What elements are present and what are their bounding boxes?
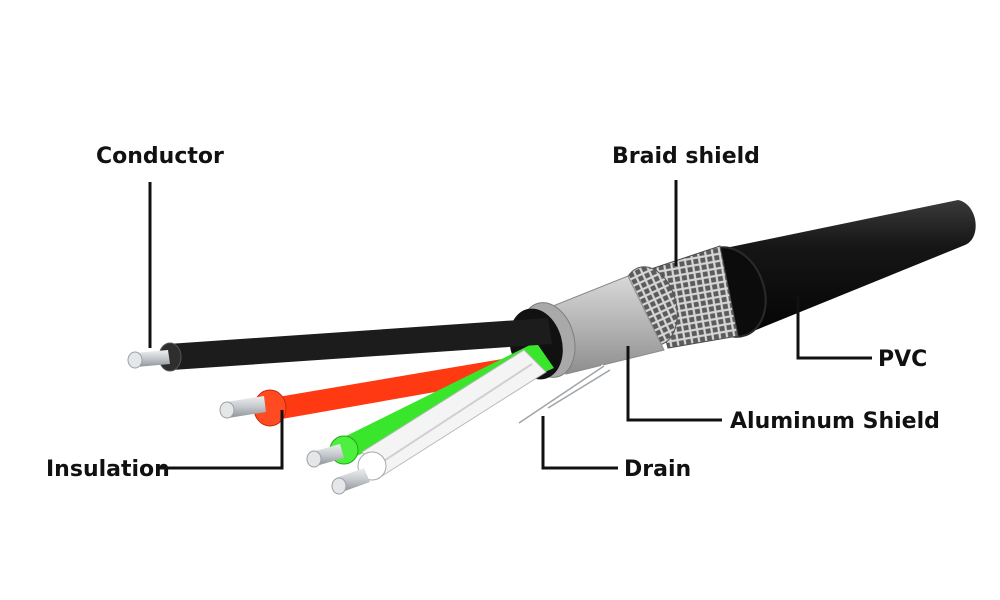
insulation-label: Insulation — [46, 457, 170, 482]
aluminum-shield-leader — [626, 346, 722, 422]
pvc-label: PVC — [878, 347, 927, 372]
drain-leader — [541, 416, 618, 470]
pvc-leader — [796, 296, 872, 360]
aluminum-shield-label: Aluminum Shield — [730, 409, 940, 434]
black-wire — [127, 318, 552, 372]
braid-shield-label: Braid shield — [612, 144, 760, 169]
leader-lines — [148, 180, 872, 470]
conductor-label: Conductor — [96, 144, 224, 169]
insulation-leader — [160, 410, 284, 470]
red-wire — [219, 356, 526, 427]
white-wire — [331, 349, 547, 495]
drain-label: Drain — [624, 457, 691, 482]
drain-wire — [517, 364, 611, 425]
